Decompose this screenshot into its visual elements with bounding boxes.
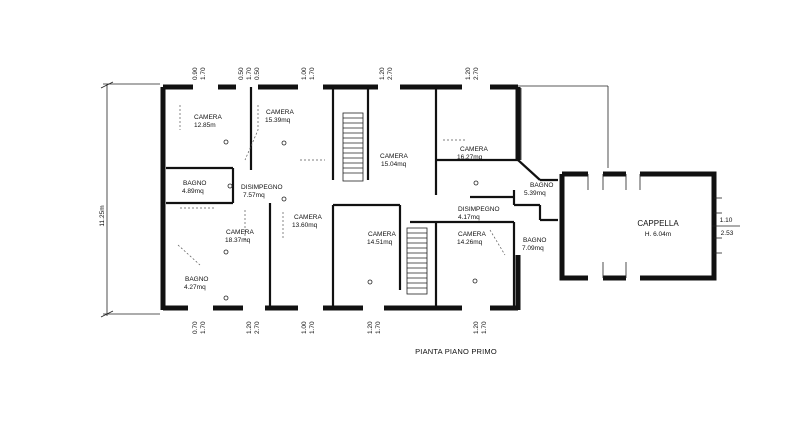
door-swings	[177, 105, 506, 266]
room-label-name: CAMERA	[294, 214, 322, 221]
dim-top: 2.70	[473, 67, 480, 80]
room-label-name: BAGNO	[183, 180, 206, 187]
dim-top: 1.20	[379, 67, 386, 80]
room-label-area: 7.09mq	[522, 245, 544, 252]
room-label-area: 15.39mq	[265, 117, 291, 124]
stairs-top	[342, 112, 364, 182]
room-label-name: CAMERA	[266, 109, 294, 116]
stairs-bottom	[406, 227, 428, 295]
exterior-walls	[160, 84, 609, 311]
dim-top: 1.20	[465, 67, 472, 80]
dim-top: 0.50	[238, 67, 245, 80]
room-label-area: 7.57mq	[243, 192, 265, 199]
room-label-area: 5.39mq	[524, 190, 546, 197]
dim-top: 1.70	[246, 67, 253, 80]
dim-bottom: 1.20	[473, 321, 480, 334]
room-label-area: 18.37mq	[225, 237, 251, 244]
dim-bottom: 0.70	[192, 321, 199, 334]
room-label-area: 15.04mq	[381, 161, 407, 168]
dim-top: 1.70	[309, 67, 316, 80]
overall-height-dimension: 11.25m	[99, 81, 160, 318]
room-label-name: CAMERA	[226, 229, 254, 236]
room-label-area: 4.89mq	[182, 188, 204, 195]
room-label-name: CAMERA	[458, 231, 486, 238]
room-label-name: DISIMPEGNO	[458, 206, 500, 213]
room-label-area: 4.17mq	[458, 214, 480, 221]
dim-bottom: 1.00	[301, 321, 308, 334]
room-label-name: CAMERA	[368, 231, 396, 238]
chapel-name: CAPPELLA	[637, 219, 679, 228]
dim-bottom: 1.20	[246, 321, 253, 334]
room-label-area: 16.27mq	[457, 154, 483, 161]
room-label-name: DISIMPEGNO	[241, 184, 283, 191]
dim-bottom: 1.70	[200, 321, 207, 334]
dim-top: 0.90	[192, 67, 199, 80]
chapel-dim-bottom: 2.53	[721, 230, 734, 237]
overall-height-label: 11.25m	[99, 205, 106, 226]
dim-top: 2.70	[387, 67, 394, 80]
room-label-area: 13.60mq	[292, 222, 318, 229]
room-label-name: BAGNO	[185, 276, 208, 283]
dim-bottom: 1.20	[367, 321, 374, 334]
interior-walls	[166, 87, 558, 308]
ceiling-points	[223, 139, 479, 301]
room-labels: CAMERA 12.85m CAMERA 15.39mq CAMERA 15.0…	[182, 109, 553, 291]
top-window-dimensions: 0.90 1.70 0.50 1.70 0.50 1.00 1.70 1.20 …	[192, 67, 480, 80]
chapel-height: H. 6.04m	[645, 231, 671, 238]
room-label-name: BAGNO	[530, 182, 553, 189]
room-label-name: CAMERA	[194, 114, 222, 121]
room-label-area: 14.26mq	[457, 239, 483, 246]
room-label-area: 12.85m	[194, 122, 216, 129]
room-label-name: CAMERA	[380, 153, 408, 160]
room-label-area: 14.51mq	[367, 239, 393, 246]
dim-bottom: 1.70	[481, 321, 488, 334]
chapel-dim-top: 1.10	[720, 217, 733, 224]
chapel: CAPPELLA H. 6.04m 1.10 2.53	[559, 171, 740, 281]
dim-bottom: 1.70	[375, 321, 382, 334]
dim-bottom: 1.70	[309, 321, 316, 334]
bottom-window-dimensions: 0.70 1.70 1.20 2.70 1.00 1.70 1.20 1.70 …	[192, 321, 488, 334]
dim-bottom: 2.70	[254, 321, 261, 334]
room-label-area: 4.27mq	[184, 284, 206, 291]
dim-top: 0.50	[254, 67, 261, 80]
dim-top: 1.00	[301, 67, 308, 80]
room-label-name: CAMERA	[460, 146, 488, 153]
dim-top: 1.70	[200, 67, 207, 80]
plan-caption: PIANTA PIANO PRIMO	[415, 347, 497, 356]
room-label-name: BAGNO	[523, 237, 546, 244]
